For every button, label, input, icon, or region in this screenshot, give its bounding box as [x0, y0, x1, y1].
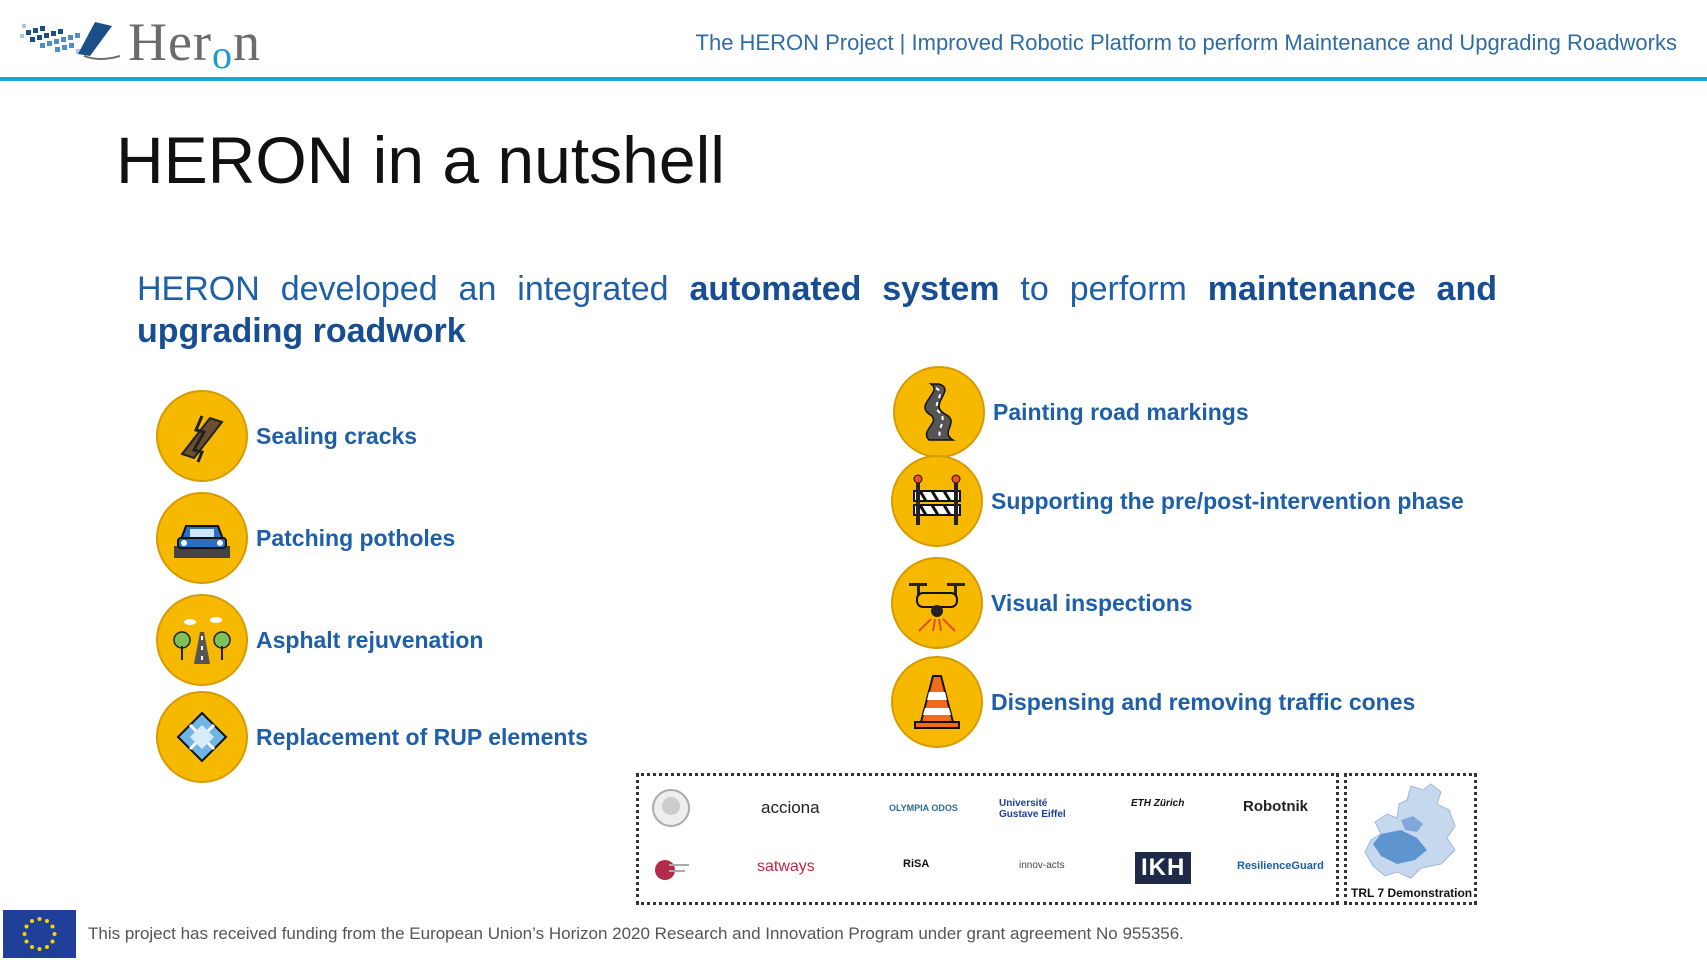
winding-road-icon — [893, 366, 985, 458]
feature-label: Asphalt rejuvenation — [256, 626, 484, 653]
feature-traffic-cones: Dispensing and removing traffic cones — [891, 656, 1415, 748]
heron-logo: Heron — [20, 14, 290, 77]
europe-map-icon — [1364, 783, 1456, 879]
logo-grid-icon — [20, 22, 120, 60]
logo-wordmark: Heron — [128, 12, 261, 77]
feature-label: Replacement of RUP elements — [256, 723, 588, 750]
feature-label: Patching potholes — [256, 524, 456, 551]
feature-sealing-cracks: Sealing cracks — [156, 390, 417, 482]
feature-painting-markings: Painting road markings — [893, 366, 1249, 458]
trl-map-panel: TRL 7 Demonstration — [1344, 773, 1477, 905]
feature-label: Visual inspections — [991, 589, 1193, 616]
partner-resilienceguard: ResilienceGuard — [1237, 860, 1324, 872]
feature-label: Sealing cracks — [256, 422, 418, 449]
drone-icon — [891, 557, 983, 649]
partner-eth-zurich: ETH Zürich — [1131, 798, 1185, 809]
barrier-icon — [891, 455, 983, 547]
page-title: HERON in a nutshell — [116, 123, 725, 197]
road-trees-icon — [156, 594, 248, 686]
pothole-car-icon — [156, 492, 248, 584]
university-seal-icon — [652, 789, 690, 827]
partner-satways: satways — [757, 858, 815, 875]
tiles-icon — [156, 691, 248, 783]
partner-innov-acts: innov-acts — [1019, 860, 1065, 871]
feature-label: Dispensing and removing traffic cones — [991, 688, 1416, 715]
partner-acciona: acciona — [761, 798, 820, 817]
feature-supporting-phase: Supporting the pre/post-intervention pha… — [891, 455, 1464, 547]
partner-olympia-odos: OLYMPIA ODOS — [889, 803, 958, 813]
partner-ikh: IKH — [1135, 852, 1192, 884]
feature-label: Supporting the pre/post-intervention pha… — [991, 487, 1464, 514]
header-title: The HERON Project | Improved Robotic Pla… — [695, 30, 1677, 55]
header-divider — [0, 77, 1707, 81]
trl-label: TRL 7 Demonstration — [1351, 886, 1473, 900]
header: Heron The HERON Project | Improved Robot… — [0, 0, 1707, 81]
funding-notice: This project has received funding from t… — [88, 924, 1184, 943]
feature-replacement-rup: Replacement of RUP elements — [156, 691, 588, 783]
partner-logo-icon — [655, 860, 689, 880]
feature-patching-potholes: Patching potholes — [156, 492, 455, 584]
partner-robotnik: Robotnik — [1243, 798, 1308, 815]
feature-label: Painting road markings — [993, 398, 1249, 425]
partner-risa: RiSA — [903, 858, 930, 870]
partner-gustave-eiffel: Université Gustave Eiffel — [999, 798, 1066, 820]
partner-logos: acciona OLYMPIA ODOS Université Gustave … — [636, 773, 1339, 905]
intro-text: HERON developed an integrated automated … — [137, 270, 1498, 350]
traffic-cone-icon — [891, 656, 983, 748]
feature-visual-inspections: Visual inspections — [891, 557, 1193, 649]
feature-asphalt-rejuvenation: Asphalt rejuvenation — [156, 594, 483, 686]
eu-flag-icon — [3, 910, 76, 958]
crack-icon — [156, 390, 248, 482]
